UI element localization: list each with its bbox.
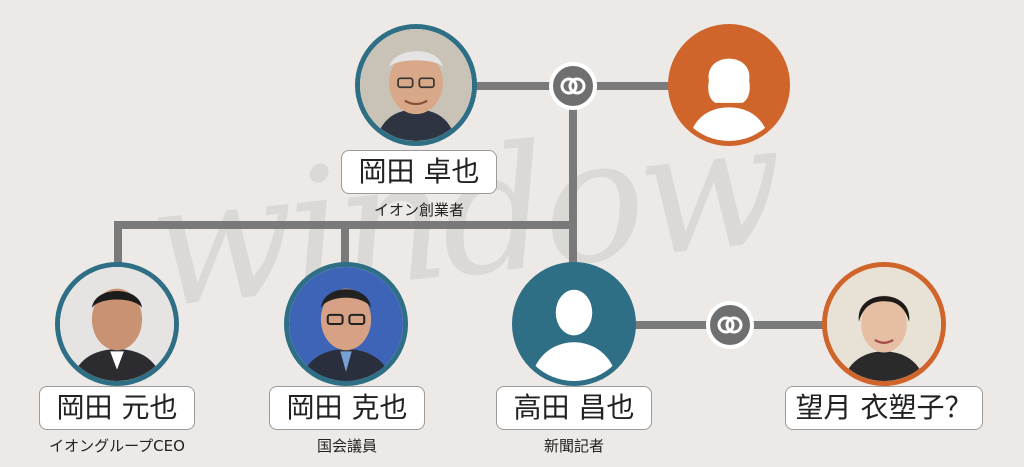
woman-short-hair-photo — [827, 267, 941, 381]
avatar-katsuya — [284, 262, 408, 386]
avatar-masaya — [512, 262, 636, 386]
role-label-takuya: イオン創業者 — [373, 201, 464, 219]
male-silhouette-icon — [517, 267, 631, 381]
name-label-katsuya: 岡田 克也 — [269, 386, 425, 430]
marriage-rings-icon — [706, 301, 754, 349]
elderly-man-photo — [360, 29, 472, 141]
avatar-takuya — [355, 24, 477, 146]
avatar-motoya — [55, 262, 179, 386]
female-silhouette-icon — [673, 29, 785, 141]
name-label-motoya: 岡田 元也 — [39, 386, 195, 430]
role-label-masaya: 新聞記者 — [543, 437, 604, 455]
name-label-takuya: 岡田 卓也 — [341, 150, 497, 194]
avatar-isoko — [822, 262, 946, 386]
man-glasses-photo — [289, 267, 403, 381]
role-label-motoya: イオングループCEO — [49, 437, 185, 455]
marriage-rings-icon — [549, 62, 597, 110]
role-label-katsuya: 国会議員 — [316, 437, 377, 455]
avatar-wife — [668, 24, 790, 146]
name-label-masaya: 高田 昌也 — [496, 386, 652, 430]
man-suit-photo — [60, 267, 174, 381]
name-label-isoko: 望月 衣塑子？ — [785, 386, 983, 430]
